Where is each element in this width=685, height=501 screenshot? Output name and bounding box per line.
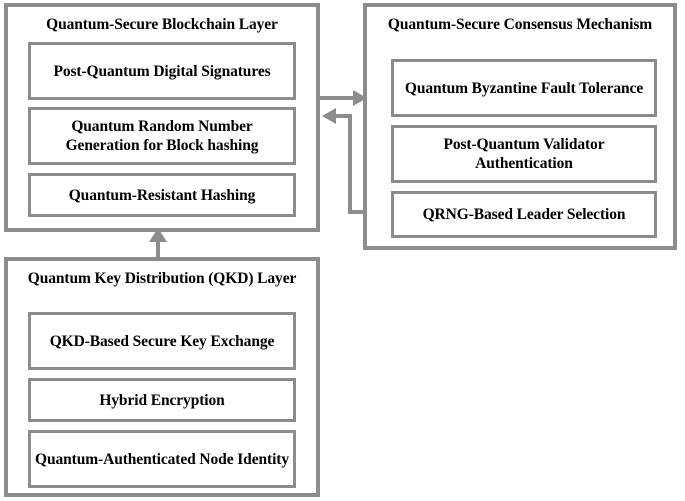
item-label: Hybrid Encryption [99, 391, 225, 409]
item-quantum-random-number-generation[interactable]: Quantum Random Number Generation for Blo… [28, 107, 296, 165]
item-quantum-byzantine-fault-tolerance[interactable]: Quantum Byzantine Fault Tolerance [391, 59, 657, 117]
item-label: Quantum-Authenticated Node Identity [35, 450, 289, 468]
item-post-quantum-validator-authentication[interactable]: Post-Quantum Validator Authentication [391, 125, 657, 183]
block-title-consensus-mechanism: Quantum-Secure Consensus Mechanism [387, 16, 653, 33]
block-title-blockchain-layer: Quantum-Secure Blockchain Layer [46, 16, 278, 33]
item-label: Quantum Random Number Generation for Blo… [65, 118, 259, 154]
item-hybrid-encryption[interactable]: Hybrid Encryption [28, 378, 296, 422]
item-post-quantum-digital-signatures[interactable]: Post-Quantum Digital Signatures [28, 42, 296, 100]
item-qrng-based-leader-selection[interactable]: QRNG-Based Leader Selection [391, 191, 657, 238]
block-blockchain-layer[interactable]: Quantum-Secure Blockchain Layer Post-Qua… [4, 3, 320, 232]
item-label: Post-Quantum Digital Signatures [53, 62, 271, 80]
block-qkd-layer[interactable]: Quantum Key Distribution (QKD) Layer QKD… [4, 257, 320, 497]
item-quantum-resistant-hashing[interactable]: Quantum-Resistant Hashing [28, 173, 296, 217]
item-label: Quantum Byzantine Fault Tolerance [404, 79, 644, 97]
item-qkd-based-secure-key-exchange[interactable]: QKD-Based Secure Key Exchange [28, 312, 296, 370]
item-label: Quantum-Resistant Hashing [68, 186, 256, 204]
block-consensus-mechanism[interactable]: Quantum-Secure Consensus Mechanism Quant… [363, 3, 677, 250]
item-label: QRNG-Based Leader Selection [422, 206, 626, 223]
connector-blockchain-to-consensus [320, 90, 367, 106]
item-label: Post-Quantum Validator Authentication [443, 136, 605, 172]
connector-qkd-to-blockchain [149, 228, 167, 257]
item-quantum-authenticated-node-identity[interactable]: Quantum-Authenticated Node Identity [28, 430, 296, 488]
item-label: QKD-Based Secure Key Exchange [49, 332, 275, 350]
block-title-qkd-layer: Quantum Key Distribution (QKD) Layer [27, 270, 297, 287]
